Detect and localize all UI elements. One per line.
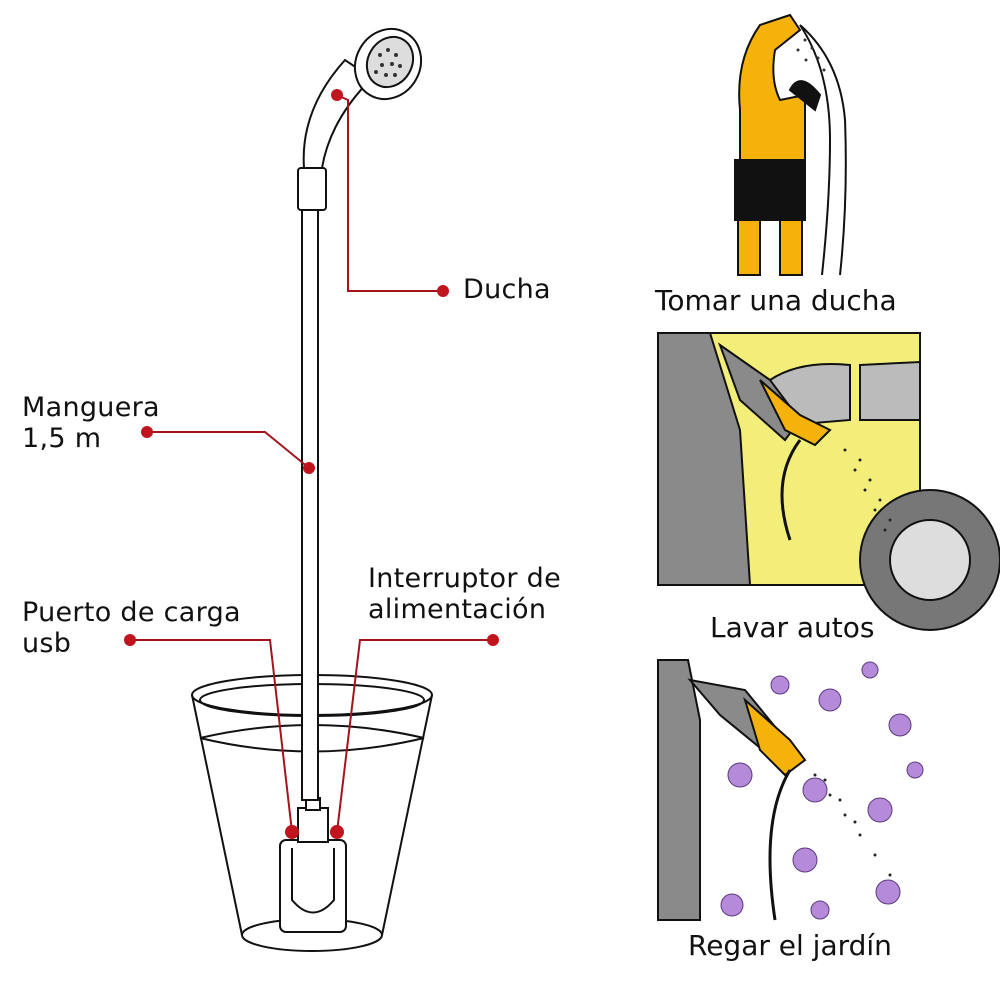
label-power-switch: Interruptor de alimentación: [368, 563, 561, 625]
label-switch-line2: alimentación: [368, 594, 547, 625]
label-usb-line1: Puerto de carga: [22, 597, 241, 628]
label-hose-line1: Manguera: [22, 392, 160, 423]
label-switch-line1: Interruptor de: [368, 563, 561, 594]
shower-head: [353, 27, 423, 101]
callout-dots: [124, 89, 499, 839]
leader-lines: [130, 94, 493, 833]
label-shower: Ducha: [463, 274, 551, 305]
caption-garden: Regar el jardín: [688, 929, 892, 962]
pump: [279, 797, 347, 933]
label-hose-line2: 1,5 m: [22, 423, 102, 454]
garden-illustration: [657, 659, 924, 921]
shower-illustration: [734, 13, 847, 276]
caption-car-wash: Lavar autos: [710, 611, 875, 644]
label-usb-line2: usb: [22, 628, 72, 659]
caption-shower: Tomar una ducha: [655, 284, 897, 317]
car-wash-illustration: [657, 332, 1000, 631]
label-hose: Manguera 1,5 m: [22, 392, 160, 454]
flowers: [720, 661, 924, 920]
label-usb-port: Puerto de carga usb: [22, 597, 241, 659]
hose: [297, 58, 374, 801]
